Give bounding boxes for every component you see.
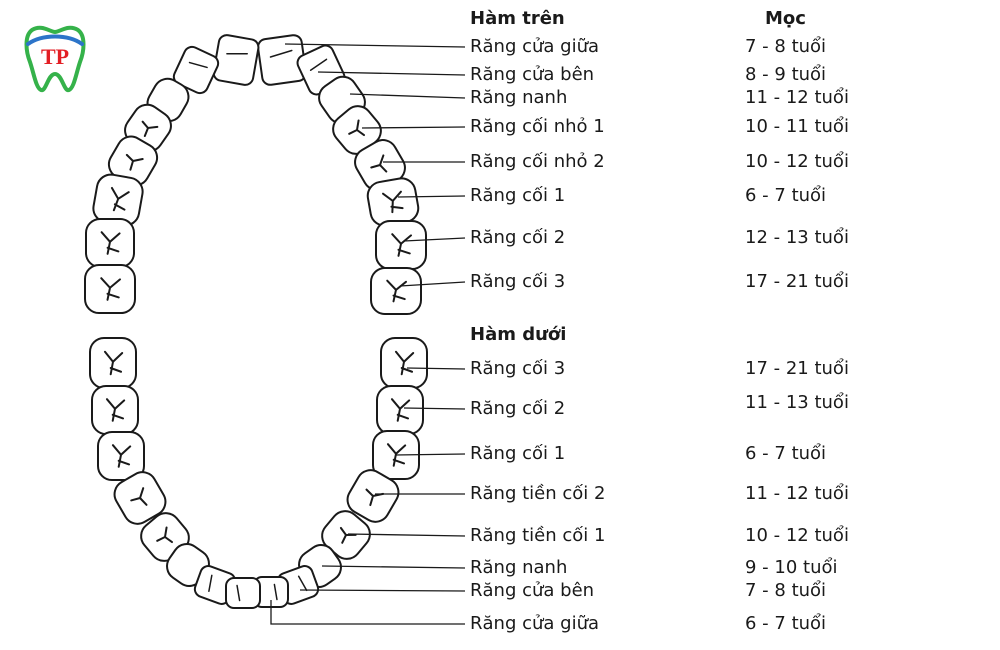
lower-tooth-name: Răng nanh (470, 557, 568, 578)
lower-tooth-name: Răng cửa giữa (470, 613, 600, 634)
upper-tooth-name: Răng cối 2 (470, 227, 566, 248)
upper-tooth-age: 10 - 12 tuổi (745, 151, 849, 172)
lower-leader-line (406, 367, 466, 370)
upper-tooth-age: 10 - 11 tuổi (745, 116, 849, 137)
upper-tooth-shape (85, 218, 135, 268)
upper-tooth-name: Răng nanh (470, 87, 568, 108)
upper-tooth-shape (212, 34, 260, 86)
upper-leader-line (284, 43, 466, 48)
lower-tooth-age: 10 - 12 tuổi (745, 525, 849, 546)
upper-tooth-age: 7 - 8 tuổi (745, 36, 827, 57)
upper-tooth-name: Răng cối 1 (470, 185, 566, 206)
upper-tooth-name: Răng cửa giữa (470, 36, 600, 57)
upper-tooth-name: Răng cối 3 (470, 271, 566, 292)
upper-tooth-age: 6 - 7 tuổi (745, 185, 827, 206)
upper-leader-line (349, 93, 466, 99)
lower-tooth-age: 6 - 7 tuổi (745, 443, 827, 464)
upper-tooth-shape (354, 139, 406, 191)
lower-tooth-age: 7 - 8 tuổi (745, 580, 827, 601)
lower-tooth-name: Răng cối 2 (470, 398, 566, 419)
upper-tooth-shape (92, 173, 144, 227)
lower-tooth-name: Răng cối 3 (470, 358, 566, 379)
upper-tooth-age: 11 - 12 tuổi (745, 87, 849, 108)
upper-tooth-shape (257, 34, 307, 86)
lower-tooth-age: 17 - 21 tuổi (745, 358, 849, 379)
upper-tooth-name: Răng cối nhỏ 1 (470, 116, 605, 137)
upper-leader-line (399, 281, 466, 287)
lower-tooth-shape (380, 337, 428, 389)
svg-text:TP: TP (41, 44, 69, 69)
lower-tooth-age: 6 - 7 tuổi (745, 613, 827, 634)
upper-tooth-shape (375, 220, 427, 270)
lower-tooth-shape (89, 337, 137, 389)
upper-leader-line (361, 126, 466, 129)
eruption-heading: Mọc (765, 8, 806, 29)
lower-tooth-shape (346, 469, 400, 523)
lower-leader-line (321, 565, 466, 569)
upper-tooth-age: 8 - 9 tuổi (745, 64, 827, 85)
upper-tooth-shape (172, 45, 220, 95)
lower-tooth-shape (113, 471, 167, 525)
lower-tooth-age: 9 - 10 tuổi (745, 557, 838, 578)
upper-tooth-shape (370, 267, 422, 315)
lower-tooth-shape (91, 385, 139, 435)
upper-leader-line (397, 195, 466, 198)
lower-tooth-shape (97, 431, 145, 481)
upper-leader-line (317, 71, 466, 76)
upper-jaw-heading: Hàm trên (470, 8, 565, 29)
upper-tooth-shape (332, 105, 382, 155)
lower-tooth-name: Răng tiền cối 2 (470, 483, 606, 504)
upper-tooth-name: Răng cửa bên (470, 64, 595, 85)
leader-lines (270, 43, 466, 625)
lower-leader-line (347, 533, 466, 537)
lower-tooth-age: 11 - 13 tuổi (745, 392, 849, 413)
dental-clinic-logo: TP (24, 25, 86, 93)
lower-tooth-shape (376, 385, 424, 435)
upper-tooth-shape (366, 177, 420, 227)
lower-tooth-name: Răng cửa bên (470, 580, 595, 601)
upper-tooth-name: Răng cối nhỏ 2 (470, 151, 605, 172)
lower-leader-line (270, 600, 465, 625)
lower-jaw-heading: Hàm dưới (470, 324, 567, 345)
upper-tooth-age: 12 - 13 tuổi (745, 227, 849, 248)
upper-leader-line (403, 237, 466, 242)
lower-leader-line (394, 453, 466, 456)
lower-tooth-shape (225, 577, 261, 609)
upper-tooth-age: 17 - 21 tuổi (745, 271, 849, 292)
lower-leader-line (299, 589, 466, 592)
lower-leader-line (403, 407, 466, 410)
lower-tooth-name: Răng cối 1 (470, 443, 566, 464)
teeth-arches (84, 34, 428, 609)
lower-tooth-age: 11 - 12 tuổi (745, 483, 849, 504)
upper-tooth-shape (84, 264, 136, 314)
lower-tooth-name: Răng tiền cối 1 (470, 525, 606, 546)
